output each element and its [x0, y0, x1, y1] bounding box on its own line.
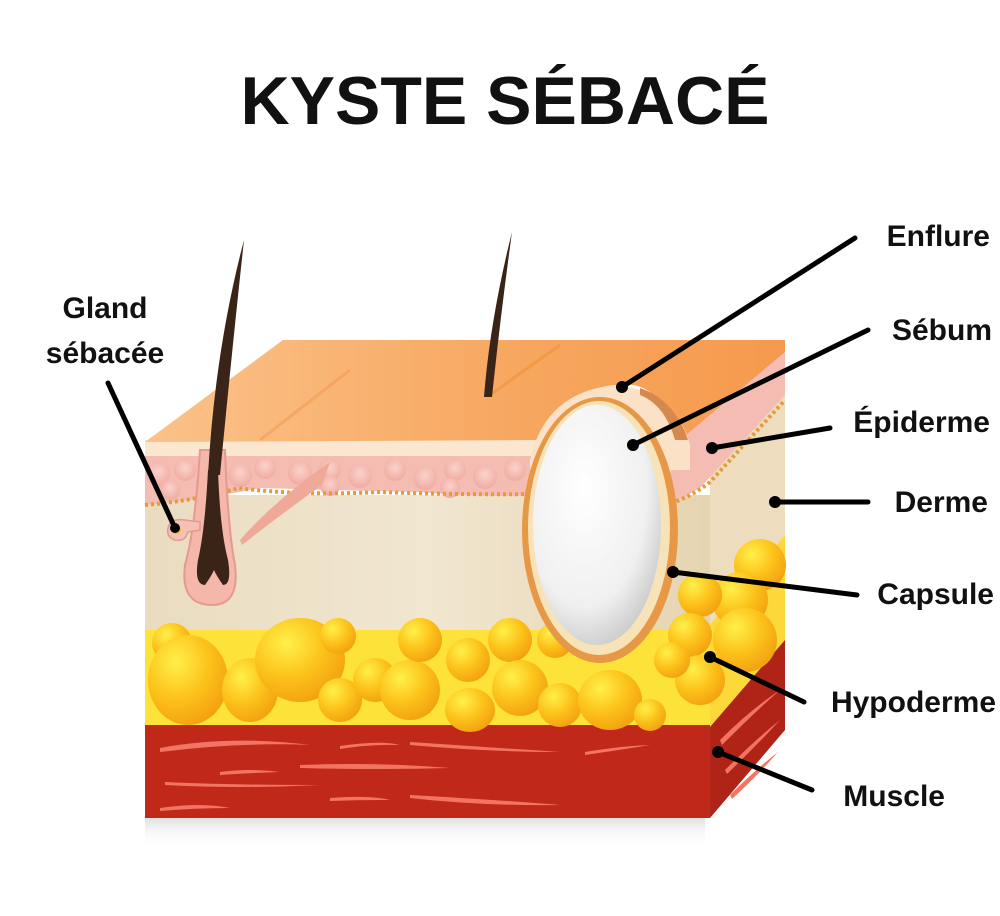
leader-dot-hypodermis	[704, 651, 716, 663]
diagram-title: KYSTE SÉBACÉ	[241, 63, 770, 139]
leader-capsule	[670, 569, 860, 598]
label-epidermis: Épiderme	[853, 405, 990, 439]
leader-lines	[105, 235, 871, 793]
label-muscle: Muscle	[843, 780, 945, 813]
leader-dot-capsule	[667, 566, 679, 578]
label-dermis: Derme	[895, 486, 988, 519]
label-gland-line2: sébacée	[46, 337, 164, 370]
label-capsule: Capsule	[877, 578, 994, 611]
leader-dot-epidermis	[706, 442, 718, 454]
leader-epidermis	[709, 425, 833, 451]
epidermis-right	[660, 352, 785, 505]
leader-dot-gland	[170, 523, 180, 533]
leader-dot-sebum	[627, 439, 639, 451]
skin-block	[144, 232, 787, 818]
swelling-shadow	[640, 388, 688, 440]
leader-dot-muscle	[712, 746, 724, 758]
label-hypodermis: Hypoderme	[831, 686, 996, 719]
arrector-pili-muscle	[240, 462, 330, 545]
cyst-sebum	[533, 405, 661, 645]
leader-swelling	[619, 235, 858, 390]
skin-crease	[489, 343, 561, 397]
fat-globules	[148, 618, 666, 732]
label-gland-line1: Gland	[62, 292, 147, 325]
labels: Gland sébacée Enflure Sébum Épiderme Der…	[46, 220, 996, 813]
skin-crease	[259, 368, 351, 442]
hair-shaft-right	[484, 232, 512, 397]
ground-shadow	[145, 818, 705, 848]
hair-shaft-left	[208, 240, 244, 475]
label-swelling: Enflure	[887, 220, 990, 253]
leader-dot-swelling	[616, 381, 628, 393]
basement-membrane	[144, 485, 541, 507]
basement-membrane-right	[664, 398, 787, 507]
stratum-front	[145, 440, 540, 456]
leader-gland	[105, 380, 178, 531]
hair-bulb	[196, 470, 230, 585]
leader-hypodermis	[707, 654, 807, 705]
leader-sebum	[630, 327, 871, 448]
label-sebum: Sébum	[892, 314, 992, 347]
fat-globules-side	[654, 539, 786, 705]
leader-muscle	[715, 749, 815, 793]
epidermis-bumps	[146, 457, 526, 500]
skin-surface	[145, 340, 785, 442]
leader-dot-dermis	[769, 496, 781, 508]
